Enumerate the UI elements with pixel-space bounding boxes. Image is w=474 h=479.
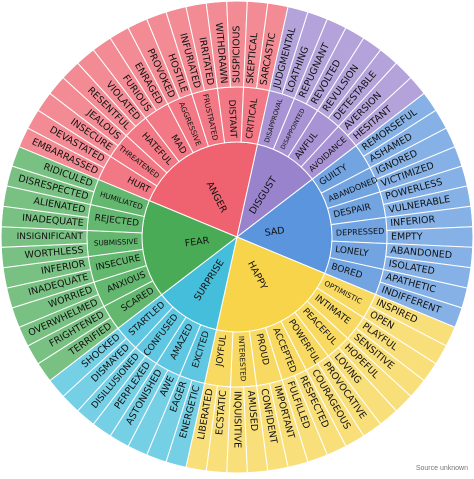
emotion-group-label: LONELY [334, 245, 369, 259]
emotion-word-label: SKEPTICAL [245, 32, 260, 84]
emotion-word-label: SUSPICIOUS [232, 26, 243, 83]
emotion-word-label: WORTHLESS [24, 245, 84, 261]
emotion-word-label: INQUISITIVE [232, 391, 243, 448]
core-emotion-label: FEAR [184, 235, 210, 249]
emotion-word-label: AMUSED [245, 390, 260, 432]
emotion-word-label: INSIGNIFICANT [17, 232, 84, 242]
emotion-group-label: DEPRESSED [336, 226, 385, 238]
emotion-word-label: INADEQUATE [22, 213, 84, 229]
emotion-word-label: ECSTATIC [214, 390, 229, 436]
core-emotion-label: SAD [264, 225, 285, 239]
emotion-word-label: ABANDONED [390, 245, 453, 261]
emotion-word-label: WITHDRAWN [213, 22, 229, 84]
emotion-group-label: INTERESTED [237, 336, 248, 382]
source-note: Source unknown [415, 465, 468, 472]
emotion-group-label: SUBMISSIVE [94, 237, 139, 248]
emotion-group-label: JOYFUL [215, 334, 229, 368]
emotion-group-label: DISTANT [226, 99, 238, 138]
emotion-word-label: EMPTY [391, 232, 423, 243]
emotion-word-label: INFERIOR [390, 214, 436, 229]
